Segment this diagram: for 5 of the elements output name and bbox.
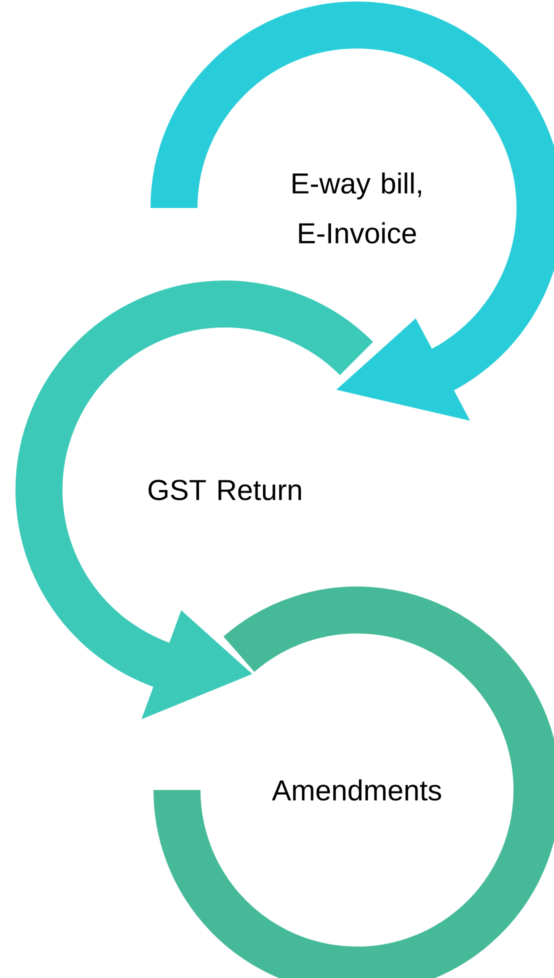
step-label: Amendments: [272, 779, 442, 801]
curved-arrow: [336, 208, 554, 421]
curved-arrow: [16, 490, 252, 720]
step-label: E-way bill, E-Invoice: [292, 172, 421, 244]
step-label: GST Return: [148, 480, 301, 500]
